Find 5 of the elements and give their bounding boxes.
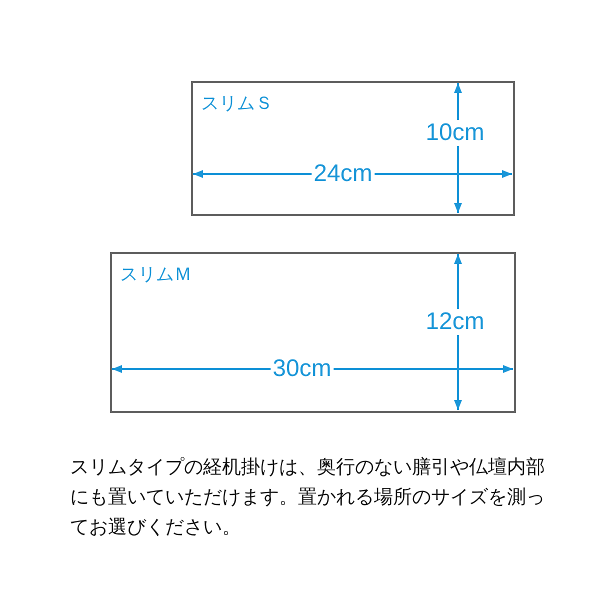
product-name: スリムＭ — [120, 263, 192, 286]
caption-text: スリムタイプの経机掛けは、奥行のない膳引や仏壇内部にも置いていただけます。置かれる場所のサイズを測ってお選びください。 — [70, 455, 546, 540]
product-name: スリムＳ — [201, 92, 273, 115]
product-outline — [110, 252, 516, 413]
product-outline — [191, 81, 515, 216]
